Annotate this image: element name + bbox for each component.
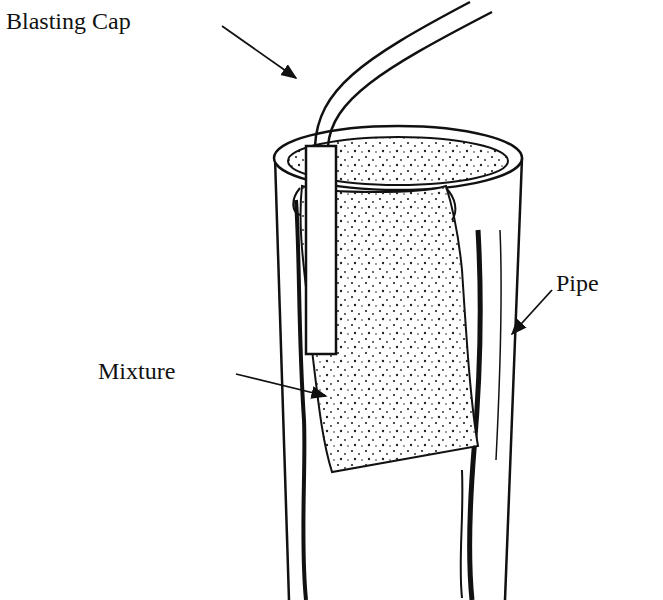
pipe-left-edge bbox=[275, 158, 289, 600]
leader-line bbox=[222, 26, 296, 78]
cap-wire bbox=[328, 12, 492, 146]
leader-line bbox=[236, 374, 326, 396]
part-label: Blasting Cap bbox=[6, 8, 131, 34]
part-label: Mixture bbox=[98, 358, 175, 384]
cutaway-edge bbox=[293, 188, 300, 215]
leader-line bbox=[512, 290, 552, 334]
pipe-right-edge bbox=[505, 158, 522, 600]
cutaway-edge bbox=[446, 188, 455, 220]
cap-wire bbox=[315, 2, 470, 146]
pipe-shading bbox=[461, 470, 463, 598]
part-label: Pipe bbox=[556, 270, 599, 296]
blasting-cap bbox=[306, 146, 336, 354]
pipe-shading bbox=[496, 230, 501, 460]
